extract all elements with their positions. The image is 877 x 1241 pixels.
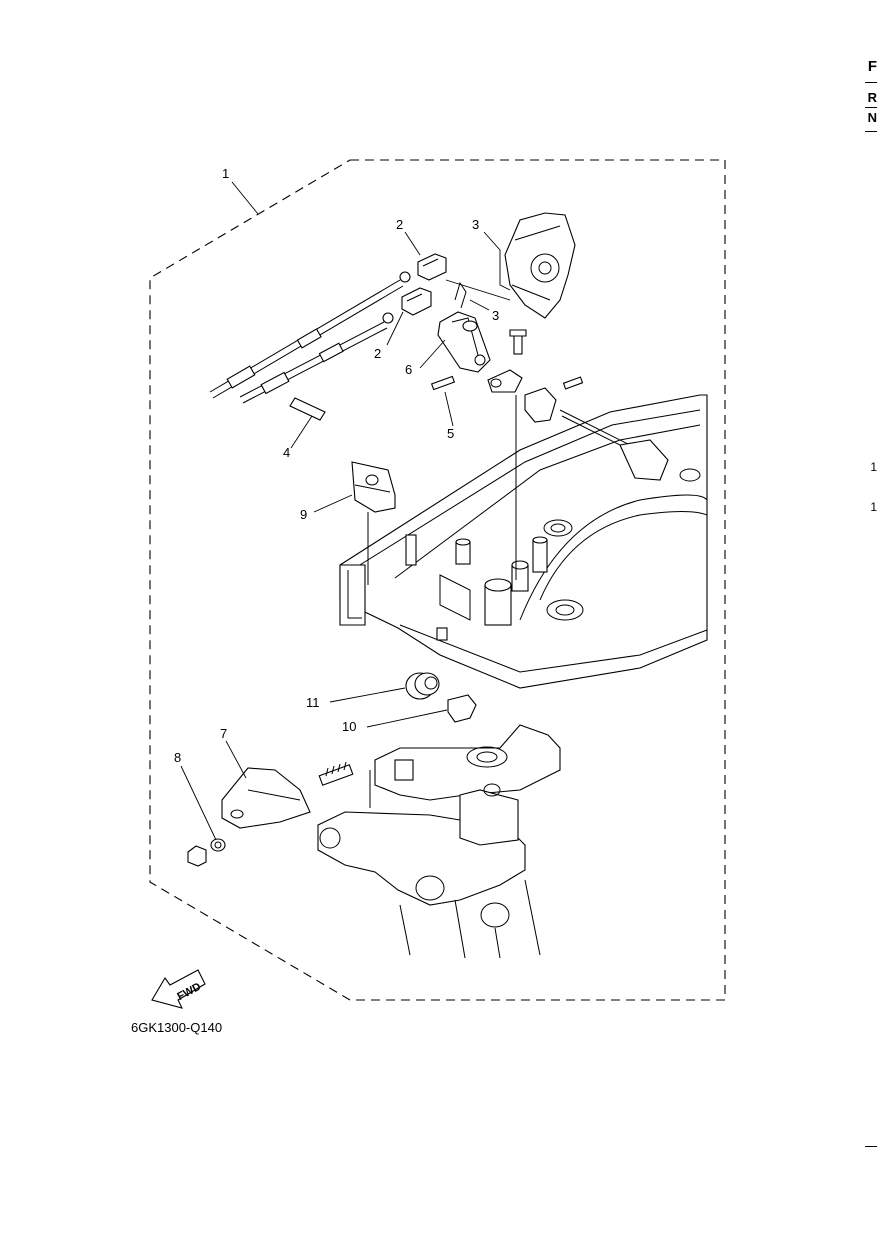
callout-8: 8 (174, 750, 181, 765)
edge-letter: N (867, 110, 877, 125)
callout-3: 3 (492, 308, 499, 323)
edge-letter: F (867, 58, 877, 75)
edge-rule (865, 131, 877, 132)
callout-2: 2 (396, 217, 403, 232)
edge-letter: R (867, 90, 877, 105)
swivel-bracket (317, 724, 561, 959)
part-8-nut-washer (187, 838, 226, 867)
part-2-upper-joint (399, 253, 447, 283)
part-11-grommet (405, 672, 440, 700)
callout-4: 4 (283, 445, 290, 460)
callout-10: 10 (342, 719, 356, 734)
callout-6: 6 (405, 362, 412, 377)
callout-11: 11 (306, 695, 320, 710)
diagram-code: 6GK1300-Q140 (131, 1020, 223, 1035)
callout-9: 9 (300, 507, 307, 522)
callout-1: 1 (222, 166, 229, 181)
edge-digit: 1 (870, 500, 877, 514)
shift-link-assembly (487, 329, 669, 580)
fwd-arrow-icon: FWD (151, 969, 206, 1009)
part-5-pin (430, 375, 456, 391)
part-9-block (351, 461, 396, 585)
edge-rule (865, 82, 877, 83)
part-10-plug (447, 694, 477, 723)
assembly-boundary (149, 159, 726, 1001)
callout-5: 5 (447, 426, 454, 441)
edge-digit: 1 (870, 460, 877, 474)
stud-bolt (318, 761, 354, 786)
part-4-plate (289, 397, 326, 421)
control-cables (209, 279, 404, 404)
edge-rule (865, 1146, 877, 1147)
callout-2: 2 (374, 346, 381, 361)
part-3-bracket (504, 212, 576, 319)
callout-7: 7 (220, 726, 227, 741)
part-7-plate (221, 767, 311, 829)
leader-lines (180, 181, 511, 841)
part-2-lower-joint (382, 287, 432, 324)
part-6-bracket (437, 311, 491, 373)
part-3-clip (454, 281, 467, 309)
bottom-cowling (339, 394, 708, 689)
edge-rule (865, 107, 877, 108)
callout-3: 3 (472, 217, 479, 232)
